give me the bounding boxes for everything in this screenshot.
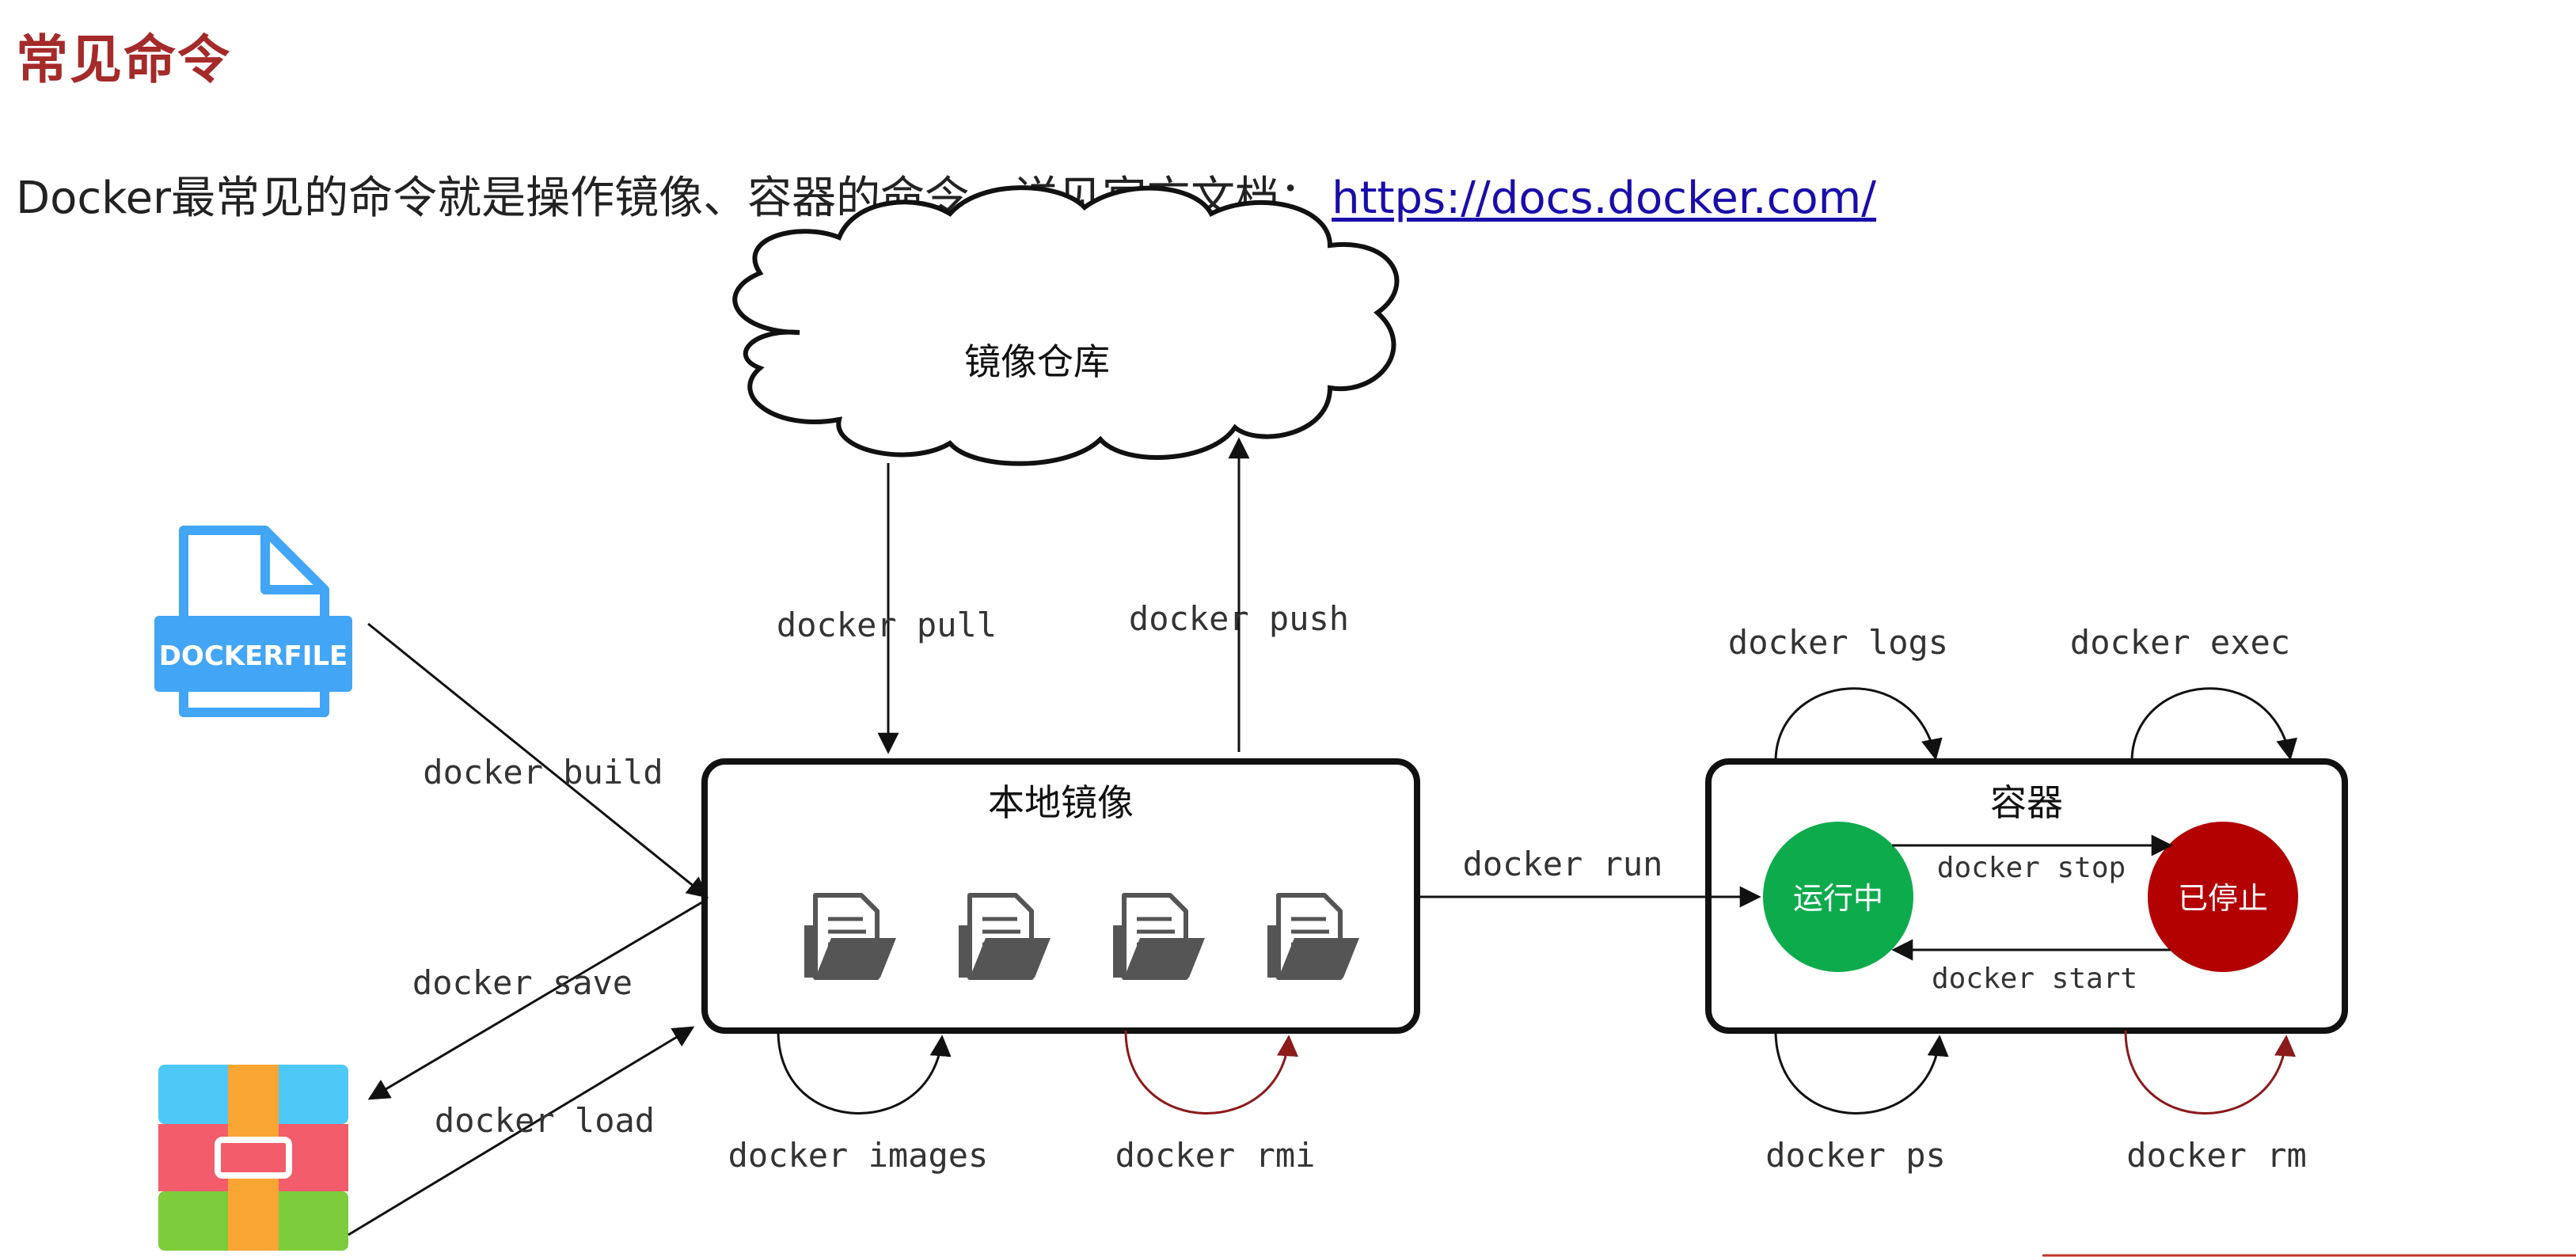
cmd-exec: docker exec — [2070, 623, 2290, 662]
cmd-save: docker save — [412, 963, 633, 1002]
running-state — [1763, 822, 1913, 972]
image-file-icons — [804, 893, 1359, 980]
cmd-load: docker load — [435, 1101, 655, 1140]
running-label: 运行中 — [1793, 881, 1883, 916]
image-file-icon — [1113, 893, 1205, 980]
cmd-logs: docker logs — [1728, 623, 1948, 662]
registry-cloud: 镜像仓库 — [732, 185, 1400, 466]
cmd-images: docker images — [728, 1136, 989, 1175]
stopped-label: 已停止 — [2178, 881, 2268, 916]
image-file-icon — [959, 893, 1051, 980]
cmd-build: docker build — [423, 753, 663, 792]
local-images-label: 本地镜像 — [988, 781, 1134, 824]
rm-loop — [2124, 1030, 2296, 1115]
cmd-push: docker push — [1129, 599, 1349, 638]
rmi-loop — [1124, 1030, 1298, 1115]
page-title: 常见命令 — [16, 29, 231, 90]
dockerfile-label: DOCKERFILE — [159, 640, 348, 672]
archive-icon — [158, 1065, 348, 1251]
stopped-state — [2148, 822, 2298, 972]
exec-loop — [2130, 687, 2297, 762]
cmd-rm: docker rm — [2126, 1136, 2307, 1175]
registry-label: 镜像仓库 — [964, 340, 1110, 383]
container-box: 容器 运行中 已停止 — [1705, 758, 2348, 1034]
dockerfile-icon: DOCKERFILE — [154, 526, 352, 717]
logs-loop — [1774, 687, 1943, 762]
images-loop — [777, 1030, 952, 1115]
cmd-run: docker run — [1463, 845, 1663, 883]
build-arrow — [367, 622, 709, 898]
cmd-stop: docker stop — [1937, 852, 2126, 884]
docs-link[interactable]: https://docs.docker.com/ — [1332, 173, 1877, 224]
cmd-pull: docker pull — [777, 606, 997, 644]
ps-loop — [1774, 1030, 1949, 1115]
save-arrow — [367, 899, 705, 1100]
local-images-box: 本地镜像 — [701, 758, 1420, 1034]
cmd-ps: docker ps — [1765, 1136, 1946, 1175]
cmd-start: docker start — [1932, 963, 2137, 995]
image-file-icon — [1267, 893, 1359, 980]
command-labels: docker pull docker push docker build doc… — [412, 599, 2307, 1175]
arrows — [348, 437, 2297, 1236]
image-file-icon — [804, 893, 896, 980]
cmd-rmi: docker rmi — [1115, 1136, 1316, 1175]
load-arrow — [348, 1026, 695, 1236]
container-label: 容器 — [1990, 781, 2063, 824]
